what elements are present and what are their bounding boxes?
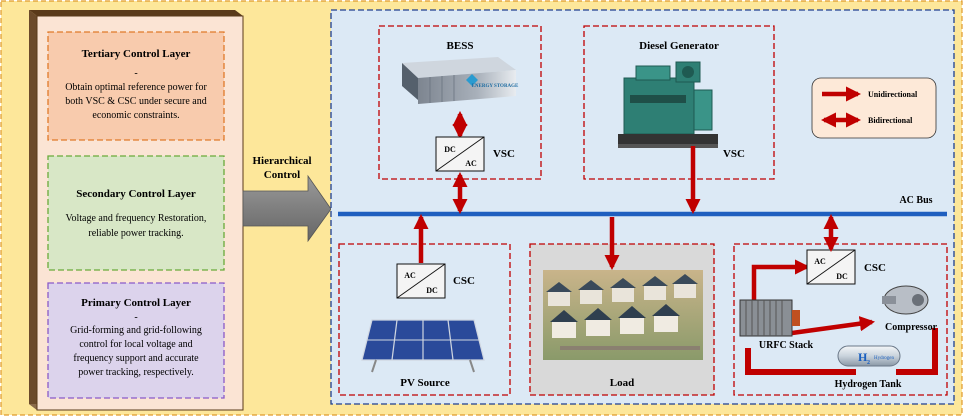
hierarchical-label-2: Control <box>264 169 300 181</box>
urfc-tank-arrow <box>745 348 856 375</box>
urfc-stack-label: URFC Stack <box>759 340 814 351</box>
diesel-generator-icon <box>618 61 718 148</box>
diesel-title: Diesel Generator <box>639 40 719 52</box>
tertiary-line-2: both VSC & CSC under secure and <box>65 96 206 107</box>
hydrogen-unit: AC DC CSC URFC Stack Compressor H <box>733 243 948 396</box>
pv-conv-top: AC <box>404 271 416 280</box>
diesel-generator-unit: Diesel Generator VSC <box>583 25 775 180</box>
bess-conv-bottom: AC <box>465 159 477 168</box>
tertiary-line-1: Obtain optimal reference power for <box>65 82 207 93</box>
pv-csc-label: CSC <box>453 275 475 287</box>
legend-unidirectional: Unidirectional <box>868 90 918 99</box>
pv-converter: AC DC <box>396 263 446 299</box>
hydrogen-conv-top: AC <box>814 257 826 266</box>
primary-control-layer: Primary Control Layer - Grid-forming and… <box>47 282 225 399</box>
tertiary-control-layer: Tertiary Control Layer - Obtain optimal … <box>47 31 225 141</box>
load-title: Load <box>610 377 634 389</box>
secondary-control-layer: Secondary Control Layer Voltage and freq… <box>47 155 225 271</box>
tank-h-symbol: H <box>858 350 868 364</box>
primary-dash: - <box>134 312 137 323</box>
compressor-label: Compressor <box>885 322 938 333</box>
tank-compressor-arrow <box>896 328 938 375</box>
solar-panel-icon <box>361 319 485 373</box>
bess-converter: DC AC <box>435 136 485 172</box>
primary-line-3: frequency support and accurate <box>73 353 199 364</box>
primary-line-4: power tracking, respectively. <box>78 367 193 378</box>
secondary-line-1: Voltage and frequency Restoration, <box>66 213 207 224</box>
tank-word: Hydrogen <box>874 356 894 361</box>
diesel-vsc-label: VSC <box>723 148 745 160</box>
legend: Unidirectional Bidirectional <box>811 77 937 139</box>
battery-container-icon: ENERGY STORAGE <box>402 57 519 104</box>
ac-bus-label: AC Bus <box>899 195 932 206</box>
housing-neighborhood-icon <box>543 270 703 360</box>
hydrogen-tank-label: Hydrogen Tank <box>835 379 902 390</box>
compressor-icon <box>882 285 929 315</box>
secondary-title: Secondary Control Layer <box>76 188 196 200</box>
primary-title: Primary Control Layer <box>81 297 191 309</box>
bess-conv-top: DC <box>444 145 456 154</box>
primary-line-1: Grid-forming and grid-following <box>70 325 202 336</box>
urfc-stack-icon <box>739 299 800 337</box>
hydrogen-tank-icon: H 2 Hydrogen <box>837 345 901 367</box>
legend-bidirectional: Bidirectional <box>868 116 913 125</box>
tank-h-subscript: 2 <box>867 360 870 366</box>
bess-logo-text: ENERGY STORAGE <box>472 84 519 89</box>
bess-title: BESS <box>447 40 474 52</box>
tertiary-title: Tertiary Control Layer <box>82 48 191 60</box>
hydrogen-csc-label: CSC <box>864 262 886 274</box>
bess-vsc-label: VSC <box>493 148 515 160</box>
hydrogen-converter: AC DC <box>806 249 856 285</box>
urfc-compressor-arrow <box>791 316 876 336</box>
hydrogen-conv-bottom: DC <box>836 272 848 281</box>
tertiary-dash: - <box>134 68 137 79</box>
hierarchical-control-arrow: Hierarchical Control <box>242 155 332 243</box>
pv-source-unit: AC DC CSC PV Source <box>338 243 511 396</box>
load-unit: Load <box>529 243 715 396</box>
pv-conv-bottom: DC <box>426 286 438 295</box>
hierarchical-label-1: Hierarchical <box>252 155 311 167</box>
pv-title: PV Source <box>400 377 450 389</box>
secondary-line-2: reliable power tracking. <box>88 228 183 239</box>
primary-line-2: control for local voltage and <box>79 339 192 350</box>
ac-bus: AC Bus <box>338 195 947 217</box>
tertiary-line-3: economic constraints. <box>92 110 179 121</box>
bess-unit: BESS ENERGY STORAGE DC AC VSC <box>378 25 542 180</box>
